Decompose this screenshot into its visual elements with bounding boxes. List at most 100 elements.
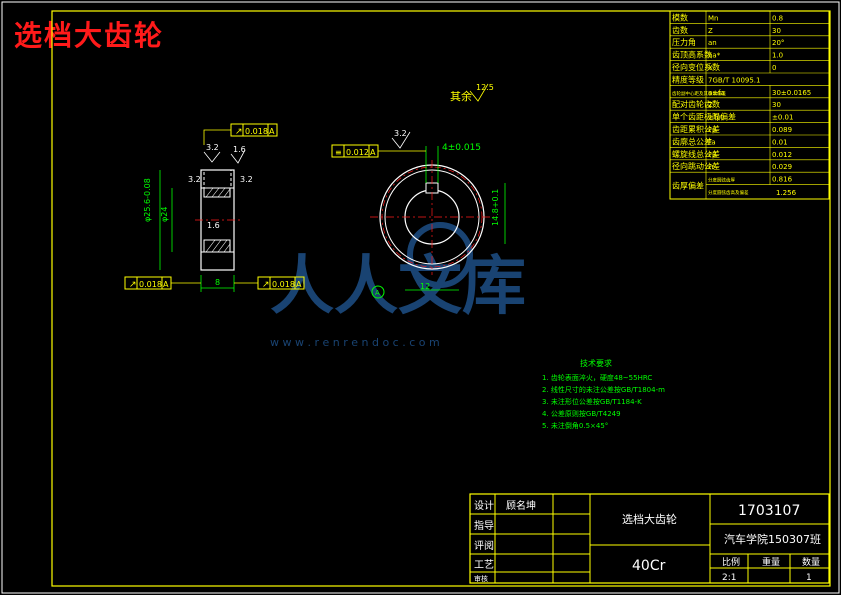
qty-label: 数量 xyxy=(802,556,820,568)
tooth-thickness-row1-value: 0.816 xyxy=(772,176,793,184)
inner-frame xyxy=(51,10,831,587)
svg-text:A: A xyxy=(269,127,275,136)
dim-outer: φ25.6-0.08 xyxy=(143,178,152,222)
gear-param-value: ±0.01 xyxy=(772,114,793,122)
watermark-url: w w w . r e n r e n d o c . c o m xyxy=(270,336,440,349)
gear-param-value: 0.01 xyxy=(772,138,788,146)
gear-param-symbol: Z xyxy=(708,101,713,109)
tech-req-item: 5. 未注倒角0.5×45° xyxy=(542,421,608,430)
key-width: 4±0.015 xyxy=(442,143,481,153)
dim-width: 8 xyxy=(215,278,220,287)
gear-param-value: 0.8 xyxy=(772,14,783,22)
rough-bore: 1.6 xyxy=(207,221,220,230)
gear-param-name: 齿轮副中心距及其极限偏差 xyxy=(672,90,726,97)
svg-text:0.012: 0.012 xyxy=(346,148,369,157)
gear-param-name: 径向变位系数 xyxy=(672,62,720,72)
tech-req-title: 技术要求 xyxy=(580,358,612,368)
watermark: 人人文库 w w w . r e n r e n d o c . c o m xyxy=(270,222,526,349)
drawing-number: 1703107 xyxy=(738,503,800,519)
part-name: 选档大齿轮 xyxy=(622,512,677,526)
title-block-row-label: 指导 xyxy=(474,519,494,532)
tech-req-item: 1. 齿轮表面淬火，硬度48~55HRC xyxy=(542,373,652,382)
scale-value: 2:1 xyxy=(722,573,736,583)
gear-param-name: 齿廓总公差 xyxy=(672,136,712,146)
svg-text:≡: ≡ xyxy=(335,148,342,157)
title-block-row-label: 设计 xyxy=(474,499,494,512)
svg-text:↗: ↗ xyxy=(235,127,243,137)
tech-req-item: 2. 线性尺寸的未注公差按GB/T1804-m xyxy=(542,385,665,394)
qty-value: 1 xyxy=(806,573,812,583)
svg-text:↗: ↗ xyxy=(129,280,137,290)
scale-label: 比例 xyxy=(722,556,740,568)
gear-param-symbol: ha* xyxy=(708,52,721,60)
gear-param-symbol: ±fpt xyxy=(708,114,724,122)
gear-param-name: 模数 xyxy=(672,12,688,22)
svg-text:A: A xyxy=(296,280,302,289)
gear-param-value: 30 xyxy=(772,101,781,109)
gear-param-name: 单个齿距极限偏差 xyxy=(672,112,736,122)
tolerance-frame-top: ↗ 0.018 A xyxy=(203,123,278,145)
tolerance-frame-bottom-left: ↗ 0.018 A xyxy=(124,276,201,290)
tooth-thickness-row2-value: 1.256 xyxy=(776,189,797,197)
gear-param-value: 0.089 xyxy=(772,126,792,134)
gear-param-value: 30 xyxy=(772,27,781,35)
dim-inner: φ24 xyxy=(160,207,169,222)
watermark-text: 人人文库 xyxy=(270,250,526,324)
gear-param-value: 1.0 xyxy=(772,52,783,60)
other-rough-label: 其余 xyxy=(450,89,472,103)
technical-requirements: 技术要求 1. 齿轮表面淬火，硬度48~55HRC 2. 线性尺寸的未注公差按GB… xyxy=(542,358,665,430)
tooth-thickness-row1-name: 分度圆弦齿厚 xyxy=(708,177,735,184)
key-depth: 14.8+0.1 xyxy=(491,189,500,226)
gear-param-symbol: Z xyxy=(708,27,713,35)
rough-top: 3.2 xyxy=(394,129,407,138)
front-view: 4±0.015 14.8+0.1 12 A 其余 12.5 3.2 ≡ 0.01… xyxy=(331,83,506,299)
gear-param-symbol: Fa xyxy=(708,138,716,146)
tooth-thickness-row2-name: 分度圆弦齿高及偏差 xyxy=(708,189,749,196)
svg-text:0.018: 0.018 xyxy=(139,280,162,289)
weight-label: 重量 xyxy=(762,556,780,568)
gear-param-symbol: an xyxy=(708,39,717,47)
gear-param-symbol: X xyxy=(708,64,713,72)
gear-param-symbol: 7GB/T 10095.1 xyxy=(708,76,761,84)
gear-param-symbol: Fβ xyxy=(708,151,717,159)
gear-param-symbol: Fr xyxy=(708,163,715,171)
gear-param-value: 0.012 xyxy=(772,151,792,159)
gear-param-value: 20° xyxy=(772,39,784,47)
svg-text:0.018: 0.018 xyxy=(272,280,295,289)
symmetry-tolerance-frame: ≡ 0.012 A xyxy=(331,144,426,158)
datum-marker: A xyxy=(375,289,380,297)
gear-param-value: 0.029 xyxy=(772,163,792,171)
gear-param-symbol: a±fa xyxy=(708,89,725,97)
svg-text:↗: ↗ xyxy=(262,280,270,290)
drawing-title: 选档大齿轮 xyxy=(14,19,165,52)
title-block-row-label: 审核 xyxy=(474,574,488,583)
gear-param-name: 配对齿轮齿数 xyxy=(672,99,720,109)
gear-param-name: 螺旋线总公差 xyxy=(672,149,720,159)
title-block-row-label: 评阅 xyxy=(474,539,494,552)
gear-param-symbol: Mn xyxy=(708,14,718,22)
gear-param-value: 30±0.0165 xyxy=(772,89,811,97)
rough-right: 1.6 xyxy=(233,145,246,154)
tech-req-item: 3. 未注形位公差按GB/T1184-K xyxy=(542,397,642,406)
gear-param-name: 径向跳动公差 xyxy=(672,161,720,171)
svg-text:A: A xyxy=(163,280,169,289)
gear-param-name: 齿顶高系数 xyxy=(672,50,712,60)
other-rough-value: 12.5 xyxy=(476,83,494,92)
school: 汽车学院150307班 xyxy=(724,532,821,546)
rough-left: 3.2 xyxy=(206,143,219,152)
side-view: φ25.6-0.08 φ24 8 3.2 1.6 3.2 3.2 1.6 ↗ 0… xyxy=(124,123,305,292)
material: 40Cr xyxy=(632,558,666,574)
tolerance-frame-bottom-right: ↗ 0.018 A xyxy=(234,276,305,290)
title-block-row-label: 工艺 xyxy=(474,559,494,571)
gear-param-name: 压力角 xyxy=(672,37,696,47)
gear-param-name: 齿距累积公差 xyxy=(672,124,720,134)
designer-name: 顾名坤 xyxy=(506,499,536,512)
svg-text:A: A xyxy=(370,148,376,157)
rough-face-left: 3.2 xyxy=(188,175,201,184)
gear-param-name: 精度等级 xyxy=(672,74,704,84)
tooth-thickness-label: 齿厚偏差 xyxy=(672,181,704,191)
